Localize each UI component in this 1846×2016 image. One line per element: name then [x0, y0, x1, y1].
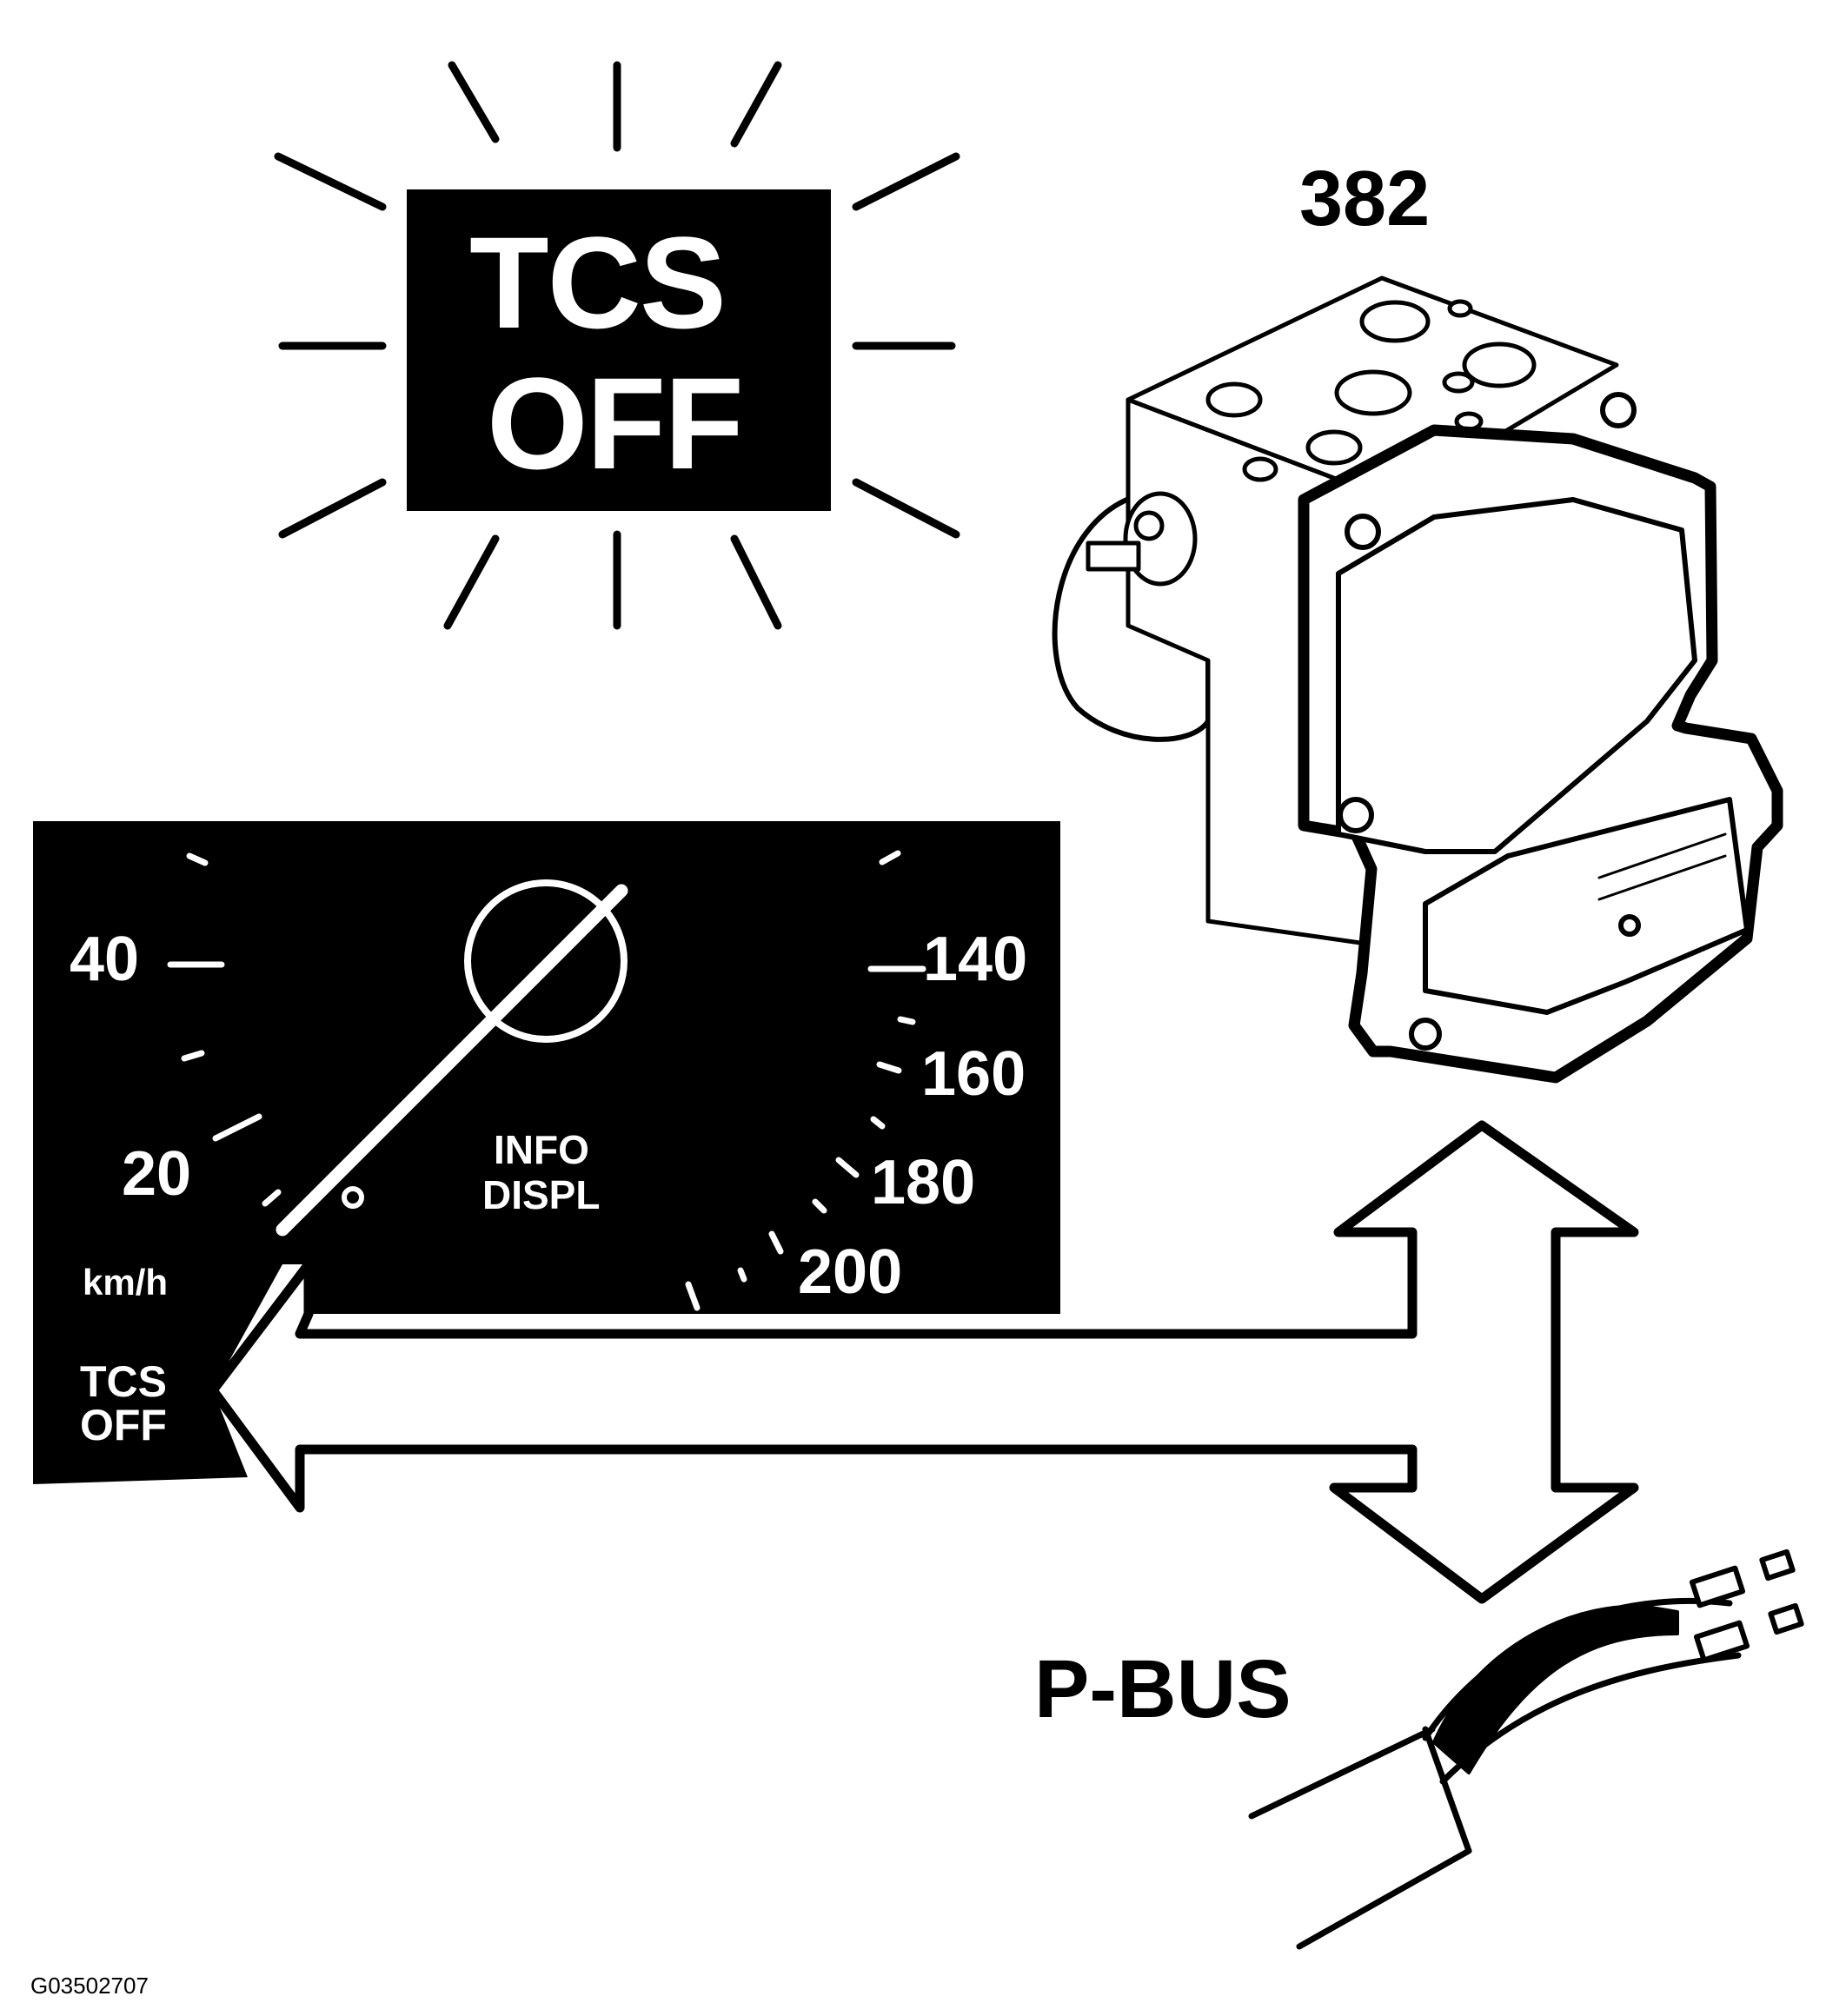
- cluster-face: [33, 821, 1060, 1484]
- arrow-to-cluster: [208, 1120, 1639, 1604]
- figure-id: G03502707: [30, 1973, 149, 1999]
- module-number-label: 382: [1299, 156, 1431, 242]
- connector-block: [1423, 797, 1750, 1015]
- instrument-cluster: [33, 821, 1060, 1484]
- info-display-line1: INFO: [494, 1127, 589, 1172]
- port-holes: [1205, 299, 1537, 482]
- cover-panel: [1336, 497, 1697, 854]
- tcs-indicator-line2: OFF: [80, 1401, 167, 1449]
- wire-plug-2: [1693, 1620, 1750, 1663]
- speed-label-140: 140: [923, 925, 1028, 994]
- speed-label-160: 160: [921, 1039, 1026, 1109]
- lamp-text-line2: OFF: [487, 350, 744, 496]
- connector-bolts: [1338, 392, 1641, 1051]
- connector-pins: [1597, 832, 1727, 901]
- p-bus-cable: [1248, 1548, 1804, 1950]
- speed-label-200: 200: [798, 1237, 903, 1307]
- speed-label-20: 20: [122, 1139, 192, 1209]
- warning-lamp: [274, 61, 960, 630]
- bus-label: P-BUS: [1034, 1643, 1292, 1735]
- speed-label-180: 180: [871, 1148, 976, 1217]
- wire-plug-1: [1689, 1565, 1746, 1608]
- inlet-fitting: [1086, 491, 1198, 587]
- speed-gauge-ticks: [167, 850, 926, 1311]
- speed-unit: km/h: [83, 1262, 169, 1303]
- info-display-line2: DISPL: [482, 1172, 601, 1217]
- cable-jacket-end: [1422, 1726, 1472, 1854]
- speed-needle: [276, 879, 628, 1237]
- abs-module-illustration: [1052, 275, 1783, 1084]
- bus-arrow: [208, 1120, 1639, 1604]
- speed-label-40: 40: [70, 925, 140, 994]
- lamp-face: [407, 189, 831, 511]
- lamp-text-line1: TCS: [469, 209, 727, 355]
- lamp-rays: [274, 61, 960, 630]
- tcs-indicator-line1: TCS: [80, 1357, 167, 1406]
